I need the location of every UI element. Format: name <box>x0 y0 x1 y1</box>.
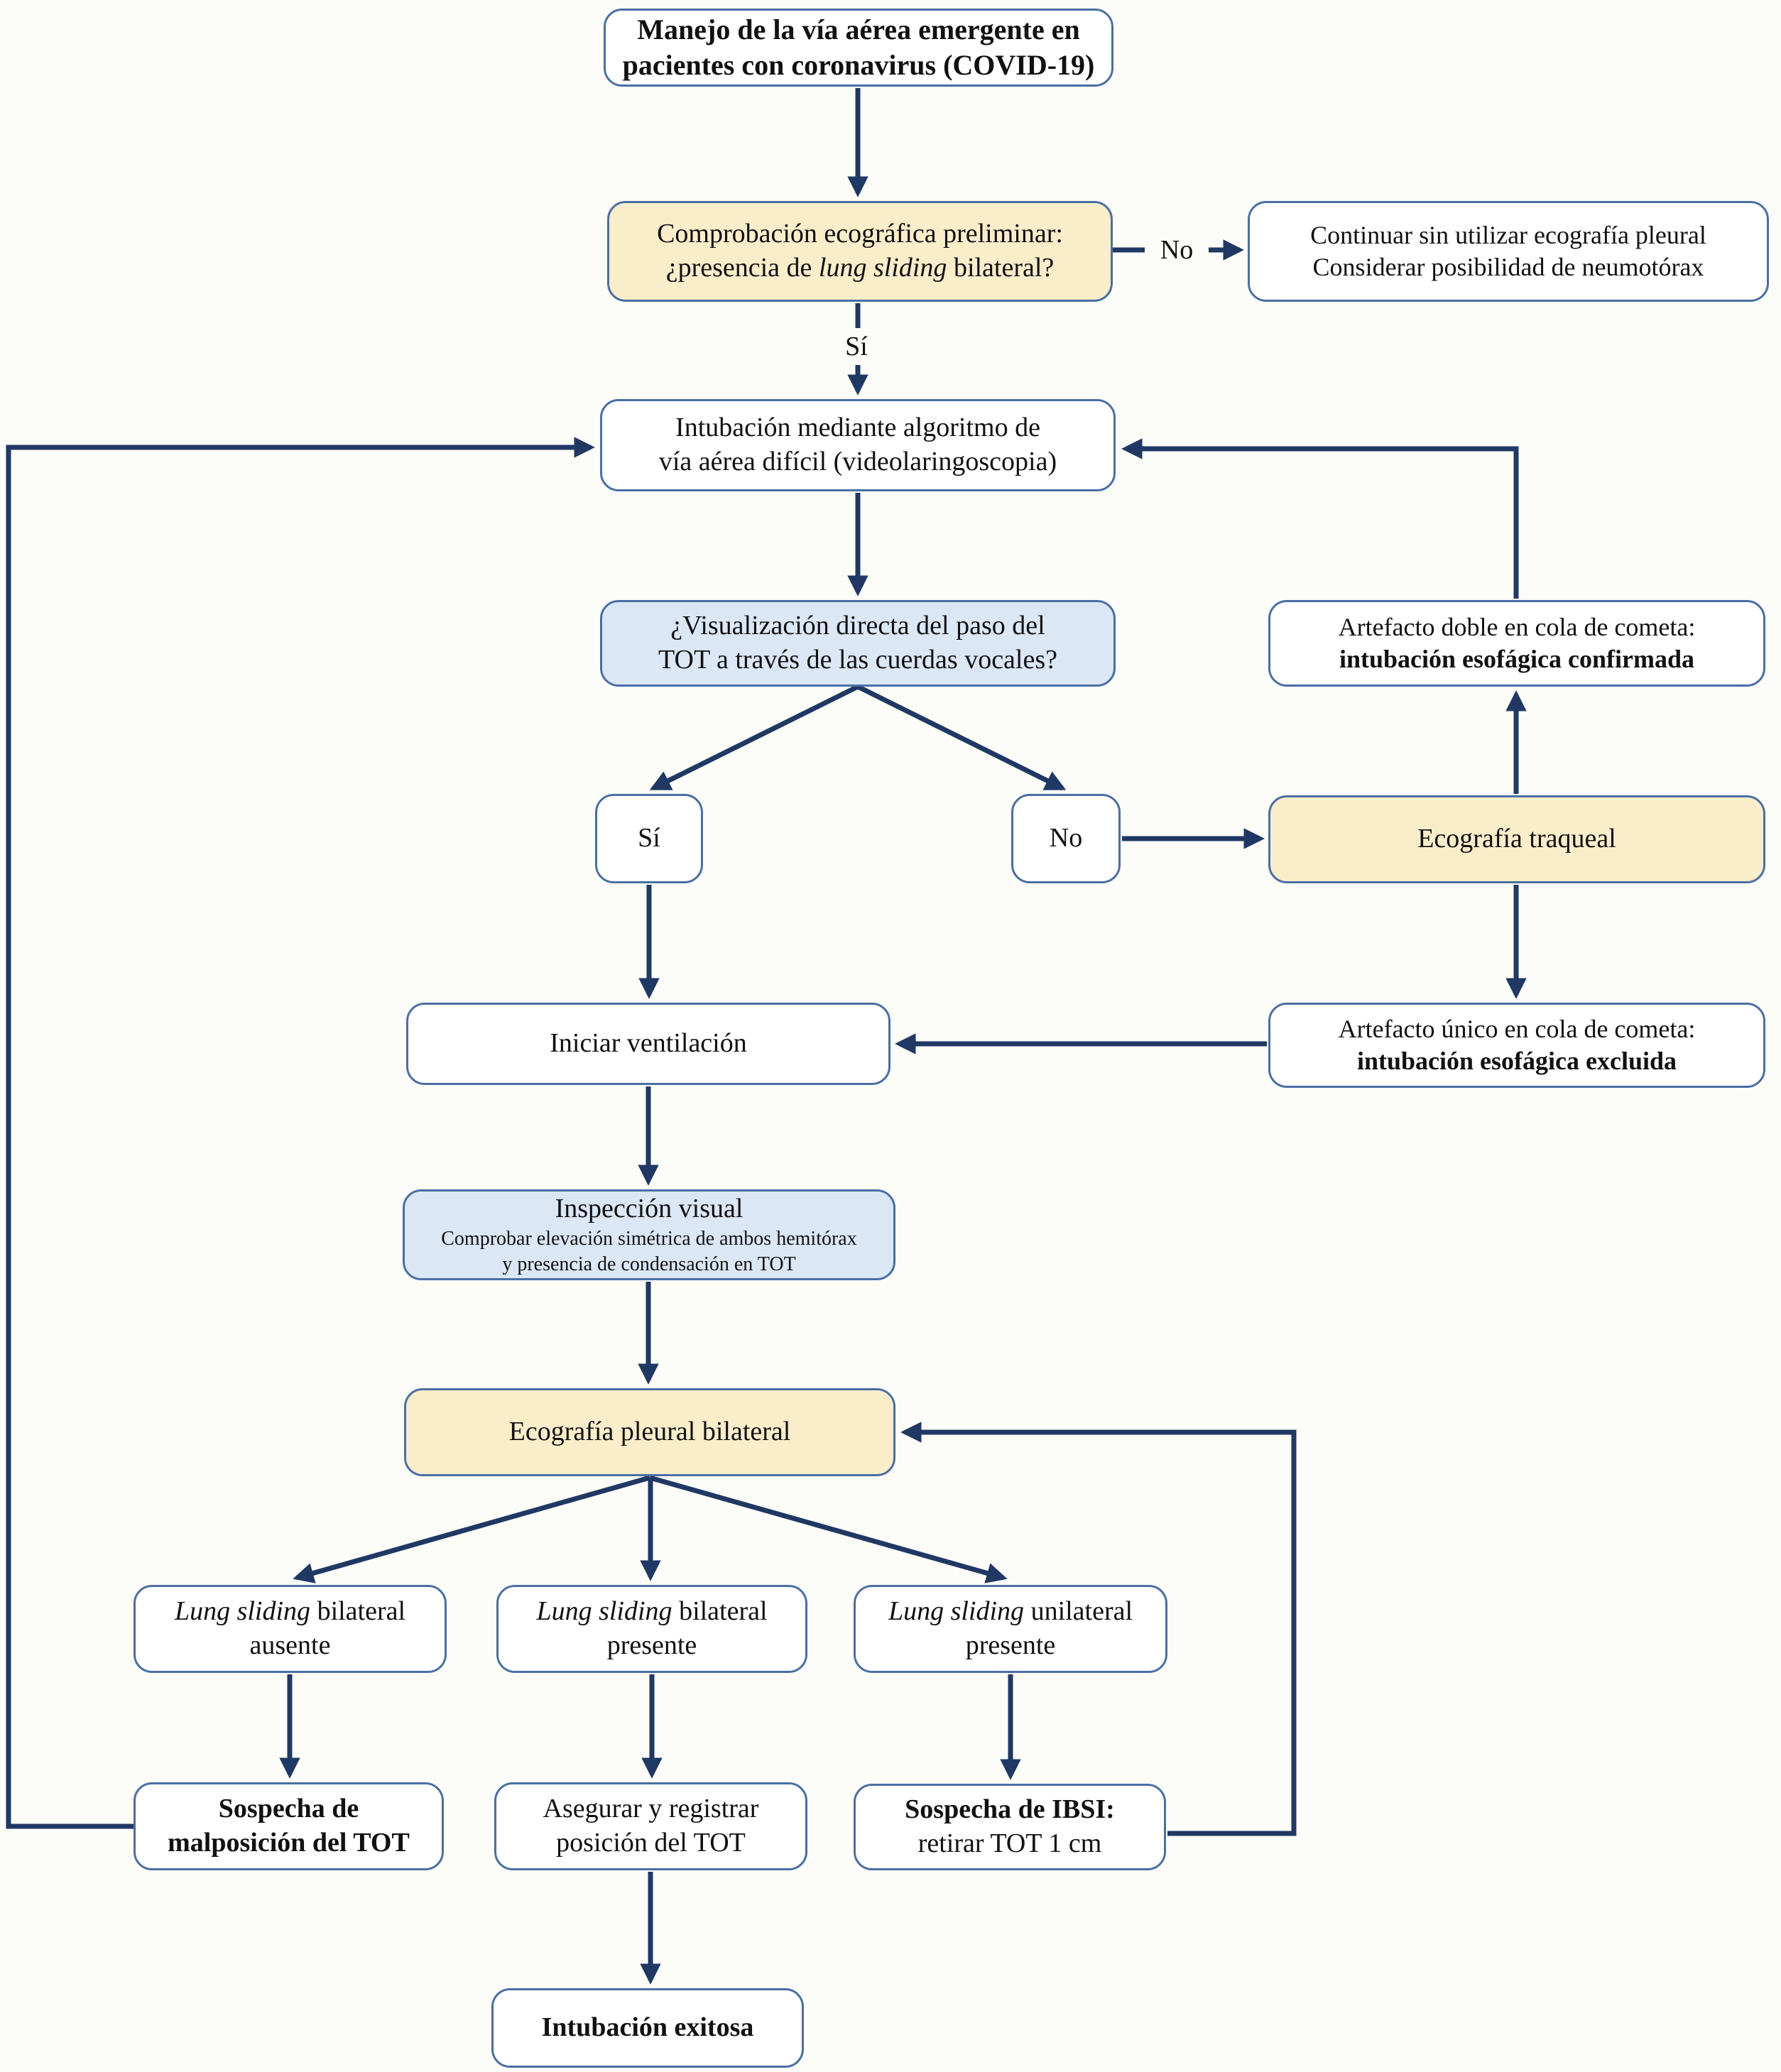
preliminar-line1: Comprobación ecográfica preliminar: <box>657 219 1063 249</box>
branch-unilateral-line2: presente <box>965 1630 1056 1660</box>
branch-present-line2: presente <box>606 1630 697 1660</box>
branch-unilateral-line1: Lung sliding unilateral <box>888 1596 1133 1627</box>
doble-line2: intubación esofágica confirmada <box>1339 645 1694 673</box>
node-ls-bilateral-present: Lung sliding bilateral presente <box>496 1585 807 1673</box>
inspeccion-sub1: Comprobar elevación simétrica de ambos h… <box>441 1227 857 1250</box>
inspeccion-title: Inspección visual <box>555 1193 744 1223</box>
continuar-line2: Considerar posibilidad de neumotórax <box>1312 253 1704 281</box>
node-no: No <box>1011 794 1121 883</box>
node-direct-visualization: ¿Visualización directa del paso del TOT … <box>600 600 1116 687</box>
node-continue-without-us: Continuar sin utilizar ecografía pleural… <box>1248 201 1769 302</box>
node-visual-inspection: Inspección visual Comprobar elevación si… <box>403 1189 895 1280</box>
node-tracheal-us: Ecografía traqueal <box>1268 795 1765 883</box>
edge-label-si: Sí <box>827 328 886 365</box>
inspeccion-sub2: y presencia de condensación en TOT <box>502 1253 796 1275</box>
node-single-artifact: Artefacto único en cola de cometa: intub… <box>1268 1003 1765 1088</box>
node-intubation-algorithm: Intubación mediante algoritmo de vía aér… <box>600 399 1116 491</box>
node-preliminary-us-check: Comprobación ecográfica preliminar: ¿pre… <box>607 201 1113 302</box>
malposicion-line2: malposición del TOT <box>168 1828 410 1858</box>
visualizacion-line2: TOT a través de las cuerdas vocales? <box>658 645 1058 675</box>
node-pleural-us: Ecografía pleural bilateral <box>404 1388 895 1476</box>
node-successful-intubation: Intubación exitosa <box>491 1988 804 2068</box>
branch-present-line1: Lung sliding bilateral <box>536 1596 768 1627</box>
node-ls-unilateral-present: Lung sliding unilateral presente <box>854 1585 1167 1673</box>
node-tot-malposition: Sospecha de malposición del TOT <box>134 1782 444 1870</box>
doble-line1: Artefacto doble en cola de cometa: <box>1338 612 1696 641</box>
continuar-line1: Continuar sin utilizar ecografía pleural <box>1310 220 1706 249</box>
node-secure-record-tot: Asegurar y registrar posición del TOT <box>494 1782 807 1870</box>
title-line2: pacientes con coronavirus (COVID-19) <box>622 49 1095 81</box>
edge-label-no: No <box>1145 231 1209 268</box>
title-line1: Manejo de la vía aérea emergente en <box>637 13 1080 45</box>
preliminar-line2: ¿presencia de lung sliding bilateral? <box>665 253 1055 283</box>
node-si: Sí <box>595 794 703 883</box>
intubacion-line1: Intubación mediante algoritmo de <box>675 413 1040 443</box>
ibsi-line2: retirar TOT 1 cm <box>917 1828 1102 1858</box>
node-title: Manejo de la vía aérea emergente en paci… <box>604 9 1113 87</box>
malposicion-line1: Sospecha de <box>218 1794 359 1824</box>
unico-line2: intubación esofágica excluida <box>1356 1047 1677 1075</box>
asegurar-line1: Asegurar y registrar <box>543 1794 759 1824</box>
intubacion-line2: vía aérea difícil (videolaringoscopia) <box>658 447 1057 476</box>
node-double-artifact: Artefacto doble en cola de cometa: intub… <box>1268 600 1765 687</box>
node-start-ventilation: Iniciar ventilación <box>406 1003 890 1085</box>
asegurar-line2: posición del TOT <box>556 1828 746 1858</box>
visualizacion-line1: ¿Visualización directa del paso del <box>670 611 1045 641</box>
branch-absent-line1: Lung sliding bilateral <box>174 1596 406 1627</box>
node-ls-bilateral-absent: Lung sliding bilateral ausente <box>134 1585 447 1673</box>
branch-absent-line2: ausente <box>249 1630 331 1660</box>
ibsi-line1: Sospecha de IBSI: <box>905 1794 1115 1825</box>
unico-line1: Artefacto único en cola de cometa: <box>1338 1014 1696 1043</box>
node-ibsi-suspected: Sospecha de IBSI: retirar TOT 1 cm <box>854 1784 1166 1870</box>
